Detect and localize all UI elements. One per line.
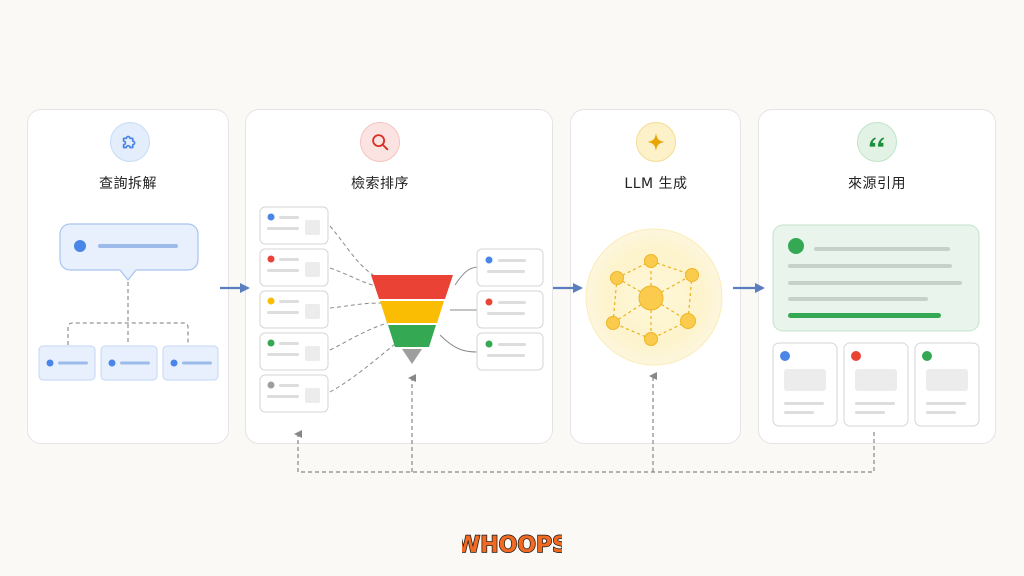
stage-title-cite: 來源引用 bbox=[848, 176, 906, 192]
funnel-tip bbox=[402, 349, 422, 364]
funnel-tier-red bbox=[371, 275, 453, 299]
query-bubble bbox=[59, 223, 199, 281]
generated-answer-card bbox=[772, 224, 980, 332]
stage-title-decompose: 查詢拆解 bbox=[99, 176, 157, 192]
quote-icon bbox=[857, 122, 897, 162]
search-icon bbox=[360, 122, 400, 162]
ranked-doc-green bbox=[476, 332, 544, 371]
retrieved-doc-yellow bbox=[259, 290, 329, 329]
sub-query-2 bbox=[100, 345, 158, 381]
funnel-tier-green bbox=[388, 325, 436, 347]
retrieved-documents bbox=[259, 206, 329, 413]
source-card-red bbox=[843, 342, 909, 427]
ranking-funnel bbox=[329, 225, 478, 393]
whoops-logo-text: WHOOPS bbox=[462, 533, 562, 558]
retrieved-doc-red bbox=[259, 248, 329, 287]
whoops-logo: WHOOPS bbox=[462, 532, 562, 559]
puzzle-icon bbox=[110, 122, 150, 162]
source-card-green bbox=[914, 342, 980, 427]
query-decomposition-graphic bbox=[38, 223, 219, 381]
source-card-blue bbox=[772, 342, 838, 427]
feedback-loop bbox=[294, 372, 875, 473]
stage-title-generate: LLM 生成 bbox=[624, 176, 688, 192]
cited-source-cards bbox=[772, 342, 980, 427]
retrieved-doc-blue bbox=[259, 206, 329, 245]
retrieved-doc-green bbox=[259, 332, 329, 371]
llm-network-graphic bbox=[585, 228, 723, 366]
ranked-doc-blue bbox=[476, 248, 544, 287]
retrieved-doc-gray bbox=[259, 374, 329, 413]
stage-title-retrieve: 檢索排序 bbox=[351, 176, 409, 192]
sub-query-3 bbox=[162, 345, 219, 381]
sparkle-icon bbox=[636, 122, 676, 162]
query-line bbox=[98, 244, 178, 248]
query-dot bbox=[74, 240, 86, 252]
sub-query-1 bbox=[38, 345, 96, 381]
funnel-tier-yellow bbox=[380, 301, 444, 323]
ranked-documents bbox=[476, 248, 544, 371]
ranked-doc-red bbox=[476, 290, 544, 329]
